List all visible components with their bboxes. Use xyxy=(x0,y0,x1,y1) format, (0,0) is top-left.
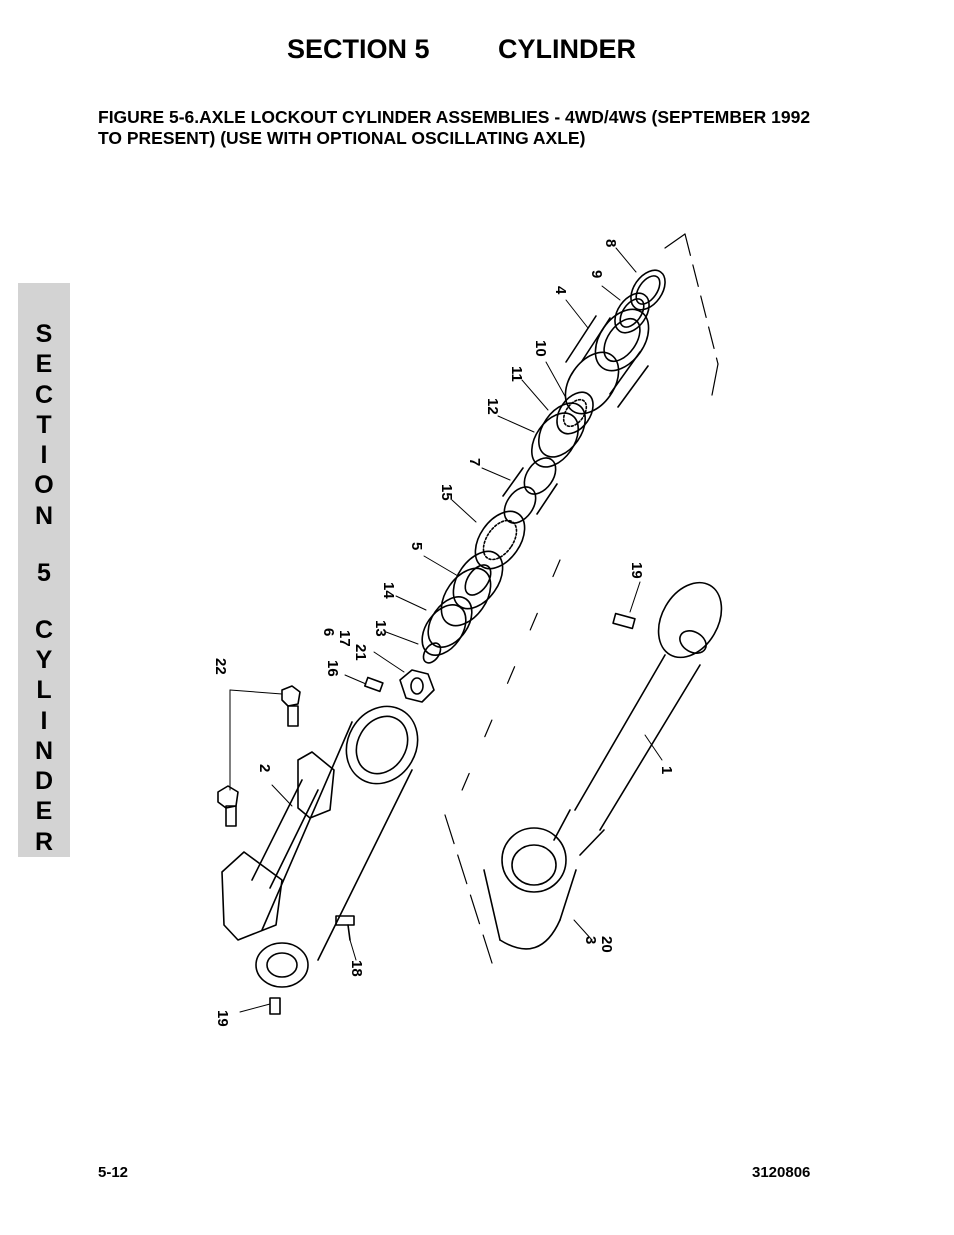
callout-label: 19 xyxy=(214,1010,231,1027)
part-3-nut xyxy=(483,827,577,950)
tab-gap xyxy=(18,588,70,615)
tab-letter: Y xyxy=(35,645,53,674)
tab-letter: T xyxy=(36,410,52,439)
callout-label: 21 xyxy=(352,644,369,661)
tab-letter: S xyxy=(35,320,53,348)
callout-label: 3 xyxy=(582,936,599,944)
part-14-ring xyxy=(421,596,473,656)
part-18-fitting xyxy=(335,915,355,941)
callout-label: 16 xyxy=(324,660,341,677)
tab-letter: E xyxy=(35,797,53,826)
tab-letter: I xyxy=(40,706,48,735)
callout-label: 1 xyxy=(658,766,675,774)
section-title: CYLINDER xyxy=(498,34,637,64)
part-22-valve-upper xyxy=(281,685,301,727)
part-8-ring xyxy=(630,269,666,311)
part-19-fitting-lower xyxy=(269,997,281,1015)
part-4-gland xyxy=(564,308,650,415)
tab-gap xyxy=(18,531,70,558)
tab-letter: E xyxy=(35,350,53,379)
callout-label: 22 xyxy=(212,658,229,675)
callout-label: 13 xyxy=(372,620,389,637)
part-6-nut xyxy=(399,669,435,703)
diagram-drawing: 8 9 4 10 11 12 7 15 5 14 13 6 17 21 16 2… xyxy=(212,233,723,1027)
tab-letter: R xyxy=(34,827,54,856)
tab-letter: C xyxy=(34,615,54,644)
part-7-bushing xyxy=(502,457,558,524)
callout-label: 9 xyxy=(588,270,605,278)
part-9-ring xyxy=(614,292,650,334)
tab-letter: C xyxy=(34,380,54,409)
callout-label: 14 xyxy=(380,582,397,599)
callout-label: 8 xyxy=(602,239,619,247)
callout-label: 5 xyxy=(408,542,425,550)
tab-letter: L xyxy=(36,676,52,705)
part-11-12-rings xyxy=(530,402,587,468)
callout-label: 12 xyxy=(484,398,501,415)
callout-label: 2 xyxy=(256,764,273,772)
page-number: 5-12 xyxy=(98,1164,129,1181)
part-13-oring xyxy=(422,642,442,664)
callout-labels: 8 9 4 10 11 12 7 15 5 14 13 6 17 21 16 2… xyxy=(212,239,675,1027)
callout-label: 4 xyxy=(552,286,569,295)
part-19-fitting-upper xyxy=(612,612,636,630)
part-22-valve-lower xyxy=(217,785,239,827)
callout-label: 6 xyxy=(320,628,337,636)
exploded-parts-diagram: 8 9 4 10 11 12 7 15 5 14 13 6 17 21 16 2… xyxy=(180,225,760,1045)
callout-label: 18 xyxy=(348,960,365,977)
callout-label: 7 xyxy=(466,458,483,466)
tab-letter: N xyxy=(34,736,54,765)
part-2-manifold xyxy=(221,751,335,941)
part-1-rod xyxy=(553,581,723,856)
leader-lines xyxy=(229,247,663,1013)
section-side-tab: S E C T I O N 5 C Y L I N D E R xyxy=(18,283,70,857)
assembly-envelope xyxy=(444,233,719,964)
callout-label: 15 xyxy=(438,484,455,501)
tab-letter: O xyxy=(34,471,54,500)
callout-label: 20 xyxy=(598,936,615,953)
tab-letter: I xyxy=(40,441,48,470)
part-16-setscrew xyxy=(363,676,384,693)
part-barrel xyxy=(255,705,419,988)
section-number: SECTION 5 xyxy=(287,34,430,64)
document-number: 3120806 xyxy=(752,1164,811,1181)
callout-label: 17 xyxy=(336,630,353,647)
callout-label: 19 xyxy=(628,562,645,579)
part-15-seal xyxy=(474,510,526,570)
tab-letter: 5 xyxy=(37,558,51,587)
tab-letter: D xyxy=(34,767,54,796)
tab-letter: N xyxy=(34,501,54,530)
figure-title: FIGURE 5-6.AXLE LOCKOUT CYLINDER ASSEMBL… xyxy=(98,107,811,148)
callout-label: 10 xyxy=(532,340,549,357)
callout-label: 11 xyxy=(508,366,525,382)
